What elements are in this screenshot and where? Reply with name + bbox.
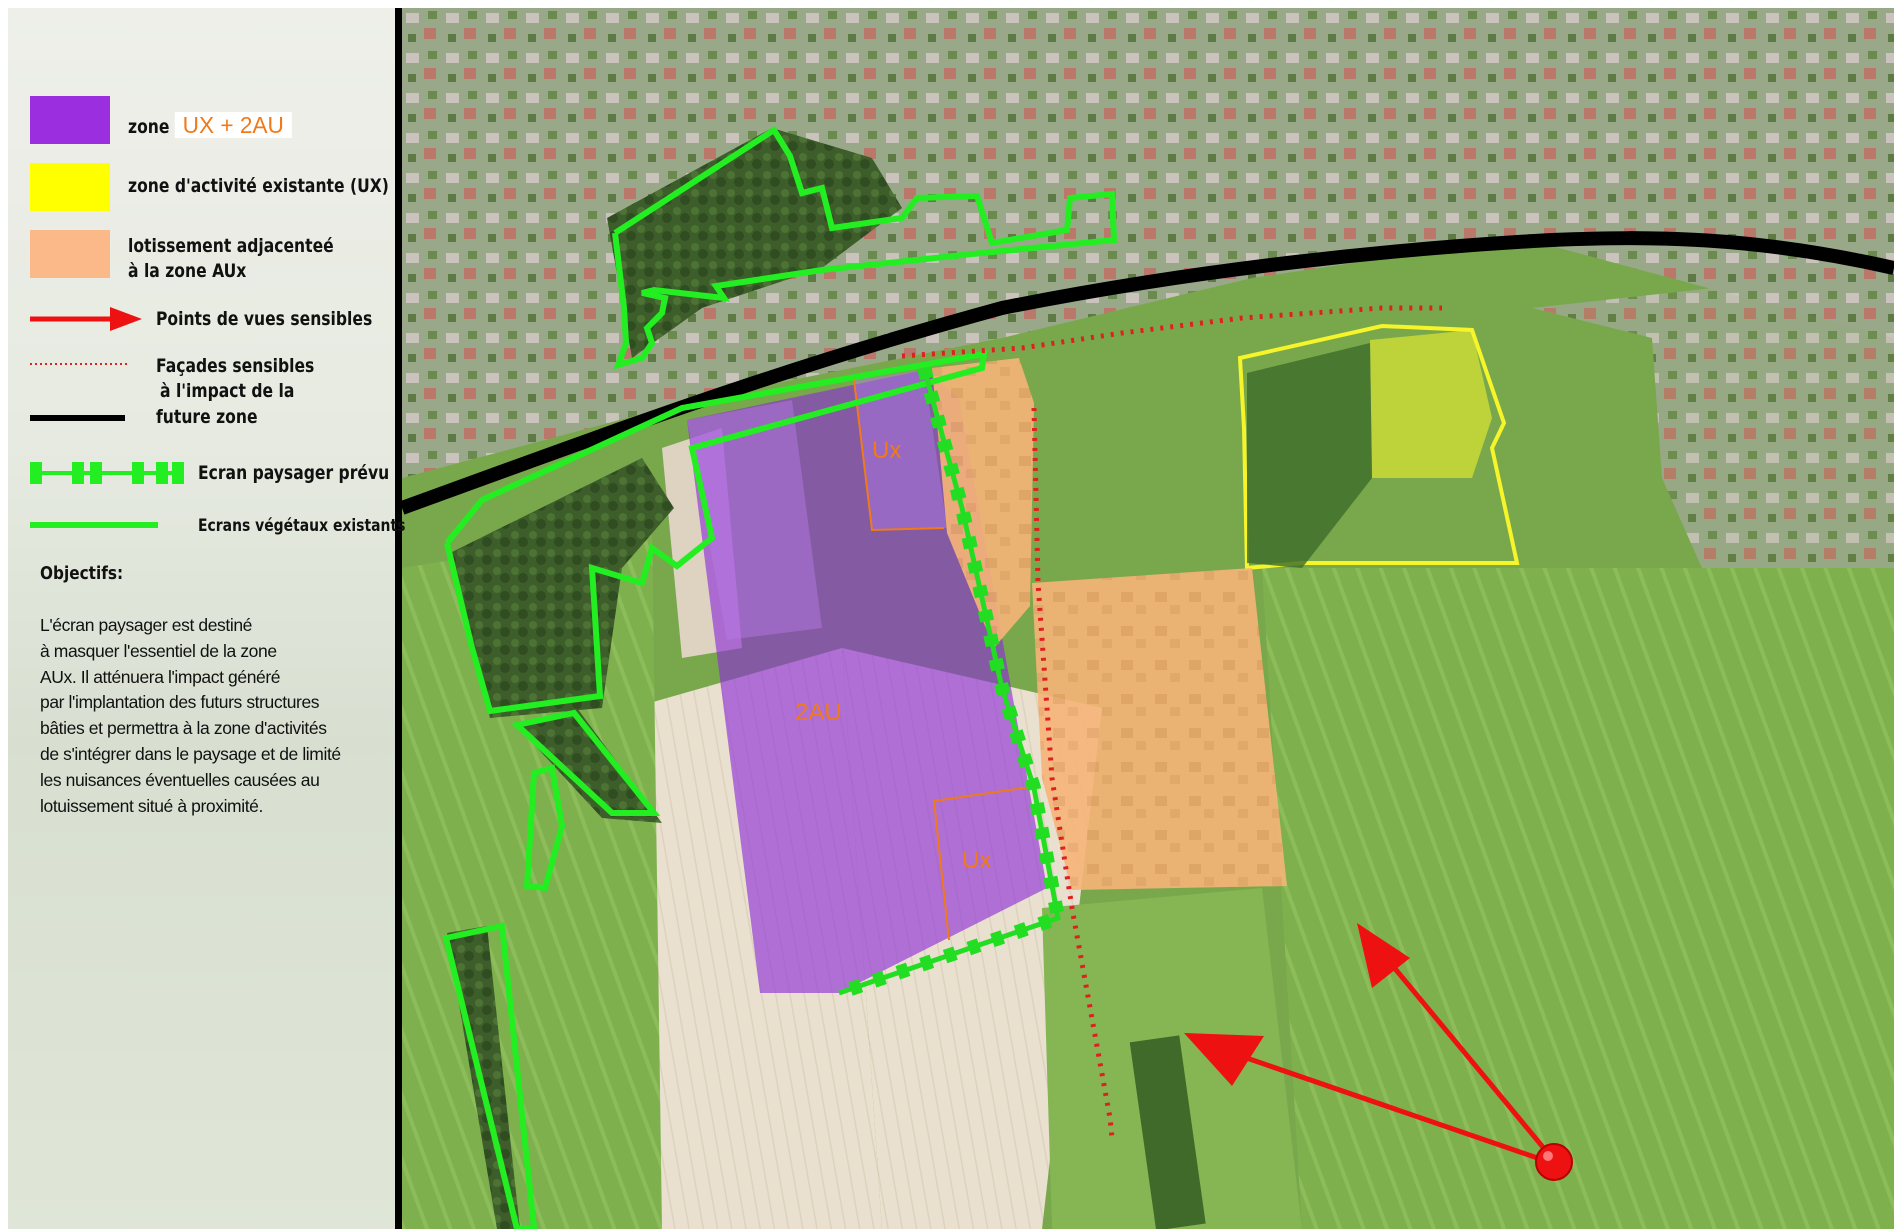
forest-north bbox=[607, 128, 902, 358]
forest-strip bbox=[447, 926, 520, 1229]
existing-activity-fill bbox=[1370, 330, 1492, 478]
view-arrow-north-head bbox=[1357, 923, 1410, 988]
legend-existing-screen-icon bbox=[30, 522, 158, 528]
objectives-line: L'écran paysager est destiné bbox=[40, 615, 253, 635]
legend-label-subdivision-1: lotissement adjacenteé bbox=[128, 235, 334, 257]
label-2au: 2AU bbox=[795, 699, 842, 726]
objectives-line: bâties et permettra à la zone d'activité… bbox=[40, 718, 327, 739]
viewpoint-marker-highlight bbox=[1543, 1151, 1553, 1161]
objectives-text: L'écran paysager est destiné à masquer l… bbox=[40, 613, 400, 819]
legend-label-existing-activity: zone d'activité existante (UX) bbox=[128, 175, 389, 197]
legend-zone-tag: UX + 2AU bbox=[174, 112, 292, 138]
legend-label-subdivision-2: à la zone AUx bbox=[128, 260, 247, 282]
legend-swatch-subdivision bbox=[30, 230, 110, 278]
ux-boundary-bottom bbox=[932, 785, 1039, 941]
legend-label-existing-screen: Ecrans végétaux existants bbox=[198, 516, 406, 536]
legend-label-planned-screen: Ecran paysager prévu bbox=[198, 462, 390, 484]
objectives-line: à masquer l'essentiel de la zone bbox=[40, 640, 277, 661]
zone-ux-top bbox=[854, 370, 947, 530]
view-arrow-west-head bbox=[1184, 1033, 1264, 1086]
forest-sw bbox=[517, 708, 662, 823]
zone-2au-light bbox=[687, 400, 822, 640]
objectives-title: Objectifs: bbox=[40, 563, 124, 584]
objectives-line: les nuisances éventuelles causées au bbox=[40, 769, 320, 790]
forest-west bbox=[450, 458, 674, 718]
sensitive-facades-line bbox=[901, 305, 1442, 359]
planned-screen-blocks bbox=[836, 366, 1066, 1000]
ux-boundary-top bbox=[853, 379, 945, 532]
viewpoint-marker bbox=[1535, 1143, 1573, 1181]
label-ux-top: Ux bbox=[872, 437, 901, 464]
legend-dotted-line-icon bbox=[30, 363, 130, 365]
subdivision-south bbox=[1032, 568, 1287, 890]
existing-screen-sw bbox=[510, 709, 661, 816]
legend-label-facades-2: à l'impact de la bbox=[160, 380, 295, 402]
urban-area-east bbox=[1532, 268, 1894, 568]
urban-area-north bbox=[402, 8, 1894, 478]
existing-screen-south bbox=[442, 922, 538, 1229]
legend-label-viewpoints: Points de vues sensibles bbox=[156, 308, 373, 330]
existing-screen-rail bbox=[444, 350, 988, 715]
aerial-map: Ux 2AU Ux bbox=[402, 8, 1894, 1229]
field-strip-dark bbox=[1129, 1035, 1206, 1229]
existing-activity-zone bbox=[1237, 323, 1520, 571]
objectives-line: par l'implantation des futurs structures bbox=[40, 692, 320, 713]
view-arrow-west bbox=[1231, 1050, 1553, 1166]
existing-screen-small bbox=[523, 764, 566, 892]
legend-swatch-existing-activity bbox=[30, 163, 110, 211]
legend-swatch-zone-ux-2au bbox=[30, 96, 110, 144]
existing-screen-north bbox=[612, 125, 1118, 370]
legend-arrow-icon bbox=[30, 307, 142, 331]
label-ux-bottom: Ux bbox=[962, 847, 991, 874]
map-svg: Ux 2AU Ux bbox=[402, 8, 1894, 1229]
subdivision-north bbox=[932, 358, 1034, 648]
objectives-line: lotuissement situé à proximité. bbox=[40, 795, 263, 816]
legend-black-line-icon bbox=[30, 415, 125, 421]
field-grass-east bbox=[1262, 568, 1894, 1229]
existing-activity-dark-field bbox=[1247, 343, 1372, 568]
legend-planned-screen-icon bbox=[30, 462, 184, 484]
legend-divider bbox=[395, 8, 402, 1229]
objectives-line: de s'intégrer dans le paysage et de limi… bbox=[40, 743, 341, 764]
view-arrow-north bbox=[1380, 951, 1554, 1160]
legend-label-facades-3: future zone bbox=[156, 406, 258, 428]
objectives-line: AUx. Il atténuera l'impact généré bbox=[40, 666, 281, 687]
legend-label-facades-1: Façades sensibles bbox=[156, 355, 315, 377]
